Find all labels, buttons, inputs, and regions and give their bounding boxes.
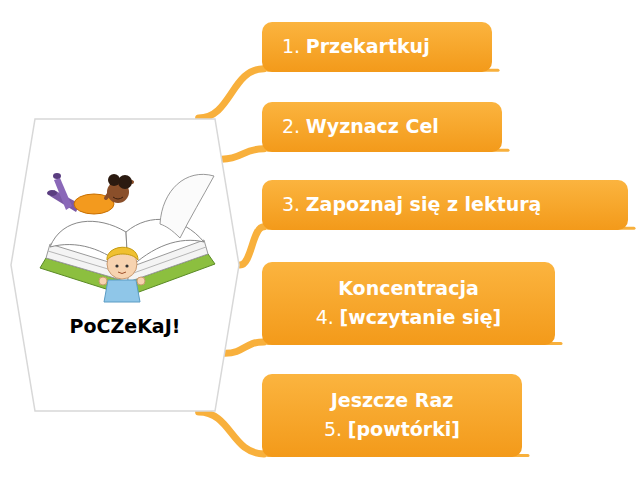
central-title: PoCZeKaJ! — [10, 314, 240, 339]
topic-box: Koncentracja 4. [wczytanie się] — [262, 262, 555, 345]
illustration-shape — [126, 219, 204, 270]
illustration-shape — [113, 197, 123, 199]
illustration-shape — [137, 277, 145, 285]
step-number: 3. — [282, 193, 300, 215]
branch-connector — [225, 342, 264, 353]
topic-box: 1. Przekartkuj — [262, 22, 492, 72]
illustration-shape — [125, 264, 128, 267]
illustration-shape — [118, 272, 126, 274]
step-number: 2. — [282, 115, 300, 137]
topic-box: Jeszcze Raz 5. [powtórki] — [262, 374, 522, 457]
topic-label: Przekartkuj — [306, 35, 430, 57]
illustration-shape — [118, 175, 132, 189]
girl-figure — [47, 173, 132, 214]
book-picture — [40, 174, 215, 296]
illustration-shape — [107, 247, 138, 260]
illustration-shape — [104, 280, 140, 302]
topic-label: Wyznacz Cel — [306, 115, 439, 137]
topic-box: 2. Wyznacz Cel — [262, 102, 502, 152]
illustration-shape — [160, 174, 214, 238]
illustration-shape — [99, 277, 107, 285]
step-number: 5. — [324, 418, 342, 440]
branch-connector — [199, 412, 264, 454]
hexagon-outline — [11, 119, 239, 411]
topic-label: Koncentracja — [282, 274, 535, 303]
topic-box: 3. Zapoznaj się z lekturą — [262, 180, 628, 230]
central-illustration — [10, 118, 240, 412]
branch-connector — [199, 69, 264, 118]
illustration-shape — [115, 264, 118, 267]
step-number: 4. — [316, 306, 334, 328]
boy-figure — [99, 247, 145, 302]
central-topic: PoCZeKaJ! — [10, 118, 240, 412]
topic-label: [powtórki] — [348, 418, 460, 440]
branch-connector — [222, 149, 264, 159]
step-number: 1. — [282, 35, 300, 57]
illustration-shape — [53, 173, 61, 179]
topic-label: [wczytanie się] — [340, 306, 502, 328]
branch-connector — [240, 227, 264, 265]
topic-label: Jeszcze Raz — [282, 386, 502, 415]
illustration-shape — [108, 174, 120, 186]
topic-label: Zapoznaj się z lekturą — [306, 193, 542, 215]
illustration-shape — [47, 190, 57, 196]
